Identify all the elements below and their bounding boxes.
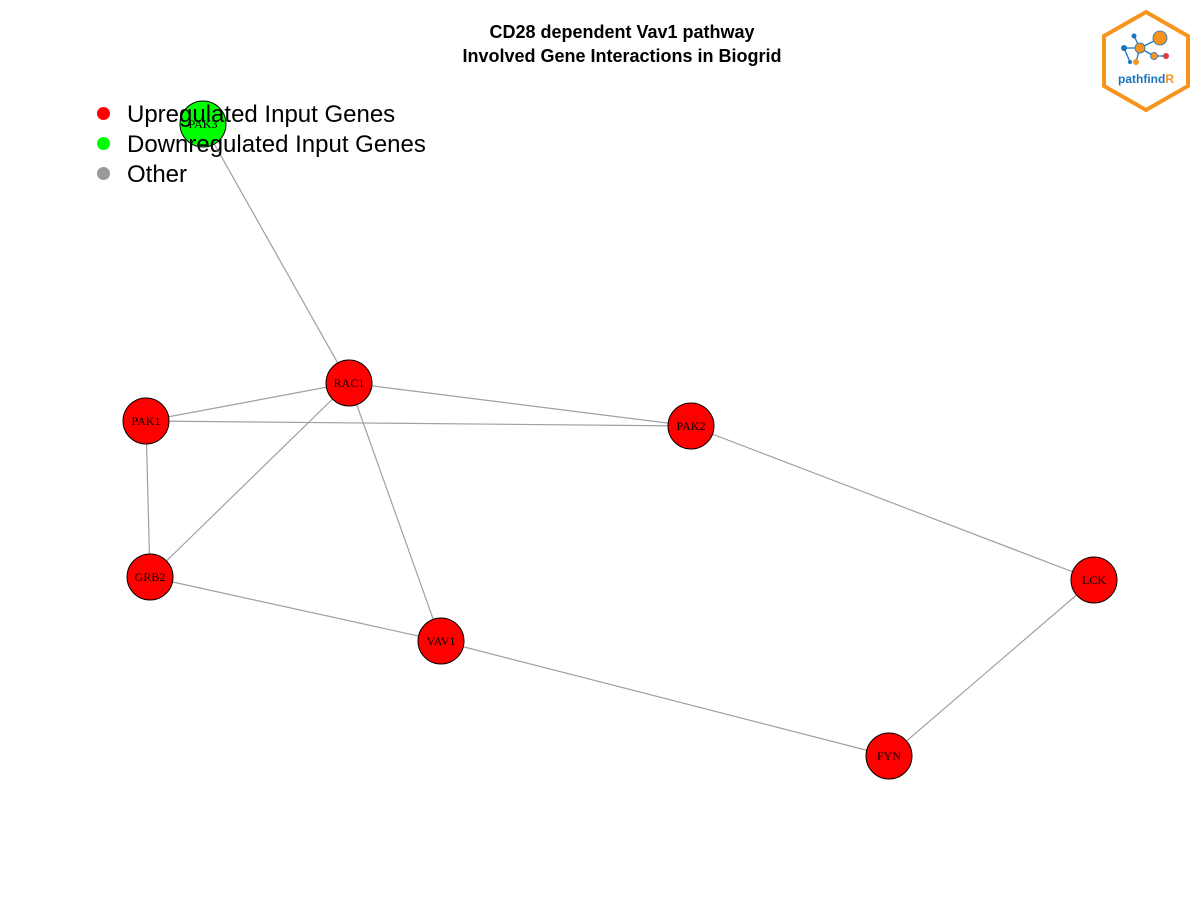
legend-item-downregulated: Downregulated Input Genes — [97, 130, 426, 160]
legend-dot-downregulated — [97, 136, 110, 150]
edge-pak1-pak2 — [145, 420, 692, 427]
node-vav1: VAV1 — [417, 617, 465, 665]
node-circle-rac1 — [325, 359, 373, 407]
logo-text-main: pathfind — [1118, 72, 1165, 86]
node-label-pak3: PAK3 — [189, 117, 218, 131]
legend-label-other: Other — [127, 161, 188, 188]
edge-pak1-grb2 — [145, 420, 151, 578]
node-rac1: RAC1 — [325, 359, 373, 407]
chart-title: CD28 dependent Vav1 pathway Involved Gen… — [0, 20, 1200, 68]
node-circle-pak2 — [667, 402, 715, 450]
node-pak1: PAK1 — [122, 397, 170, 445]
edge-vav1-fyn — [440, 640, 890, 757]
title-line-1: CD28 dependent Vav1 pathway — [489, 22, 755, 42]
edge-lck-fyn — [888, 579, 1095, 757]
node-fyn: FYN — [865, 732, 913, 780]
edge-grb2-vav1 — [149, 576, 442, 642]
node-label-pak2: PAK2 — [677, 419, 706, 433]
svg-text:pathfindR: pathfindR — [1118, 72, 1174, 86]
legend-label-upregulated: Upregulated Input Genes — [127, 101, 396, 128]
edge-rac1-pak1 — [145, 382, 350, 422]
node-label-pak1: PAK1 — [132, 414, 161, 428]
node-circle-pak3 — [179, 100, 227, 148]
node-grb2: GRB2 — [126, 553, 174, 601]
legend: Upregulated Input Genes Downregulated In… — [97, 100, 426, 190]
node-label-fyn: FYN — [877, 749, 901, 763]
node-lck: LCK — [1070, 556, 1118, 604]
legend-item-other: Other — [97, 160, 426, 190]
edge-rac1-vav1 — [348, 382, 442, 642]
edge-rac1-grb2 — [149, 382, 350, 578]
legend-dot-other — [97, 166, 110, 180]
pathfindr-logo: pathfindR — [1102, 10, 1190, 112]
edges-layer — [145, 123, 1095, 757]
legend-item-upregulated: Upregulated Input Genes — [97, 100, 426, 130]
edge-rac1-pak2 — [348, 382, 692, 427]
edge-pak2-lck — [690, 425, 1095, 581]
node-circle-lck — [1070, 556, 1118, 604]
node-circle-vav1 — [417, 617, 465, 665]
legend-label-downregulated: Downregulated Input Genes — [127, 131, 426, 158]
title-line-2: Involved Gene Interactions in Biogrid — [462, 46, 782, 66]
node-pak2: PAK2 — [667, 402, 715, 450]
edge-pak3-rac1 — [202, 123, 350, 384]
node-label-grb2: GRB2 — [135, 570, 166, 584]
node-circle-fyn — [865, 732, 913, 780]
legend-dot-upregulated — [97, 106, 110, 120]
node-circle-pak1 — [122, 397, 170, 445]
node-pak3: PAK3 — [179, 100, 227, 148]
node-circle-grb2 — [126, 553, 174, 601]
logo-text-accent: R — [1165, 72, 1174, 86]
node-label-rac1: RAC1 — [334, 376, 365, 390]
node-label-vav1: VAV1 — [427, 634, 456, 648]
node-label-lck: LCK — [1082, 573, 1106, 587]
